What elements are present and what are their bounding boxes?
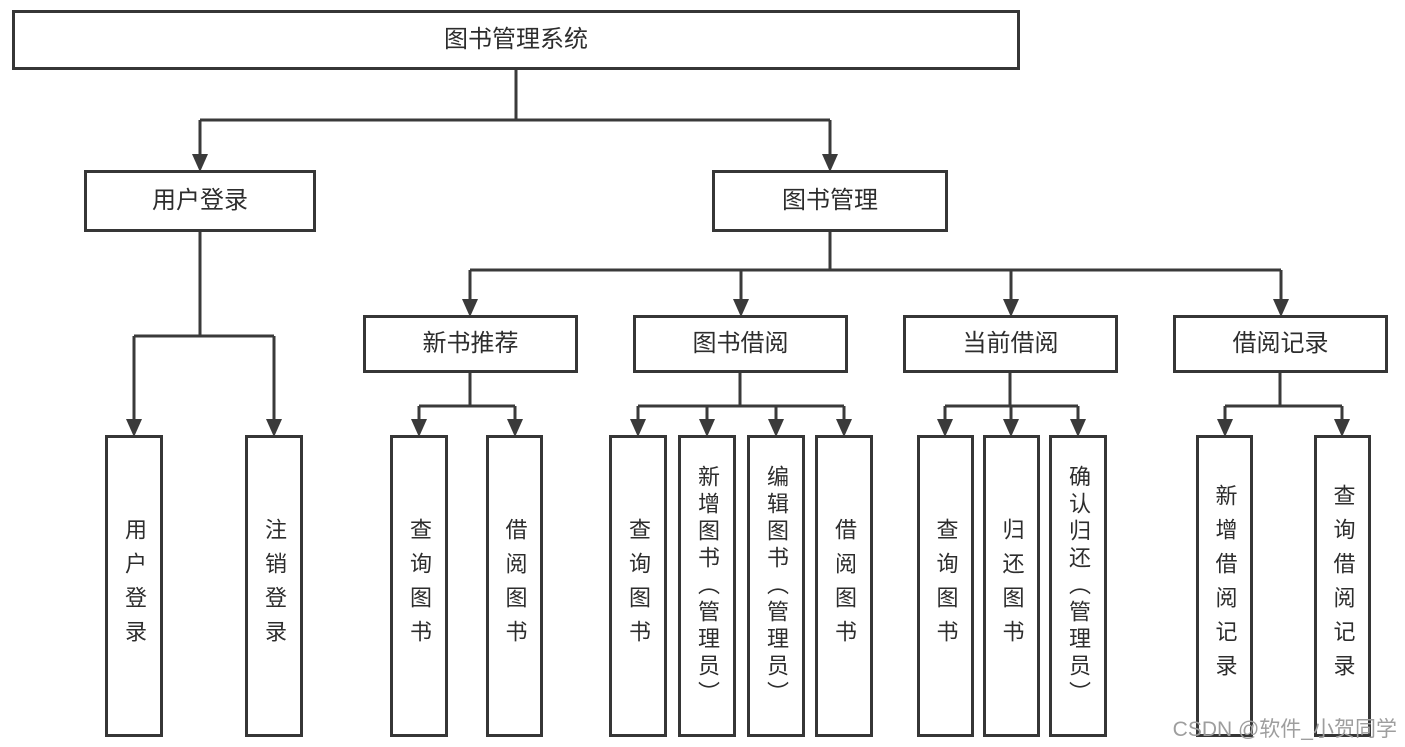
node-label: 新增借阅记录 (1212, 484, 1238, 688)
node-label: 确认归还（管理员） (1066, 464, 1091, 708)
node-label: 注销登录 (262, 518, 287, 654)
csdn-watermark: CSDN @软件_小贺同学 (1172, 718, 1397, 741)
node-label: 归还图书 (999, 518, 1025, 654)
node-current-borrow: 当前借阅 (903, 315, 1118, 373)
node-label: 查询图书 (407, 518, 432, 654)
leaf-return-books: 归还图书 (983, 435, 1040, 737)
leaf-confirm-return-admin: 确认归还（管理员） (1049, 435, 1107, 737)
node-user-login: 用户登录 (84, 170, 316, 232)
node-label: 图书管理 (782, 187, 878, 214)
node-label: 用户登录 (152, 187, 248, 214)
node-label: 查询图书 (626, 518, 651, 654)
node-label: 借阅记录 (1232, 330, 1329, 357)
node-label: 当前借阅 (962, 330, 1059, 357)
leaf-user-login: 用户登录 (105, 435, 163, 737)
leaf-edit-book-admin: 编辑图书（管理员） (747, 435, 805, 737)
leaf-add-borrow-record: 新增借阅记录 (1196, 435, 1253, 737)
node-label: 编辑图书（管理员） (764, 464, 789, 708)
leaf-query-books-recommend: 查询图书 (390, 435, 448, 737)
node-label: 图书管理系统 (444, 26, 588, 53)
node-borrow-records: 借阅记录 (1173, 315, 1388, 373)
node-label: 借阅图书 (832, 518, 857, 654)
node-label: 新书推荐 (422, 330, 519, 357)
node-label: 查询图书 (933, 518, 959, 654)
leaf-query-books-current: 查询图书 (917, 435, 974, 737)
leaf-add-book-admin: 新增图书（管理员） (678, 435, 736, 737)
node-label: 用户登录 (122, 518, 147, 654)
node-label: 查询借阅记录 (1330, 484, 1356, 688)
node-label: 图书借阅 (692, 330, 789, 357)
node-label: 新增图书（管理员） (695, 464, 720, 708)
node-new-book-recommend: 新书推荐 (363, 315, 578, 373)
leaf-borrow-books-recommend: 借阅图书 (486, 435, 543, 737)
leaf-logout: 注销登录 (245, 435, 303, 737)
node-book-borrow: 图书借阅 (633, 315, 848, 373)
leaf-query-borrow-record: 查询借阅记录 (1314, 435, 1371, 737)
node-book-management: 图书管理 (712, 170, 948, 232)
node-label: 借阅图书 (502, 518, 528, 654)
leaf-borrow-books: 借阅图书 (815, 435, 873, 737)
node-root: 图书管理系统 (12, 10, 1020, 70)
leaf-query-books-borrow: 查询图书 (609, 435, 667, 737)
